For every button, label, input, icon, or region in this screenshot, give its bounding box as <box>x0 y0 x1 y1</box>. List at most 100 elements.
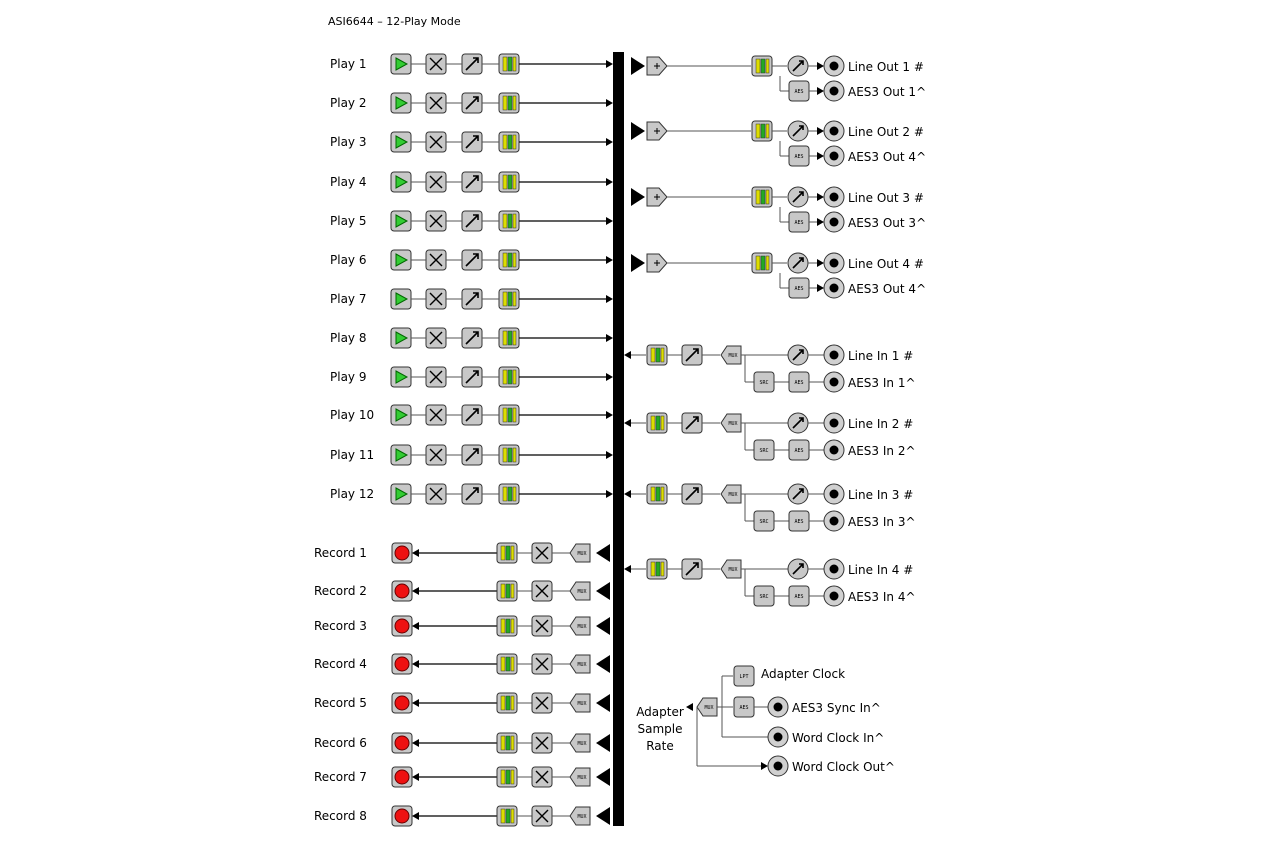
volume-icon[interactable] <box>465 487 479 501</box>
record-button <box>391 766 413 788</box>
mux-shape[interactable] <box>569 581 591 601</box>
arrow-left-icon <box>686 703 693 711</box>
volume-icon[interactable] <box>465 96 479 110</box>
mute-icon[interactable] <box>429 408 443 422</box>
mute-icon[interactable] <box>535 809 549 823</box>
record-icon[interactable] <box>394 618 410 634</box>
record-icon[interactable] <box>394 583 410 599</box>
mute-icon[interactable] <box>535 619 549 633</box>
mux-shape[interactable] <box>569 654 591 674</box>
meter-bar-right <box>510 735 515 751</box>
play-icon[interactable] <box>395 96 409 110</box>
meter-bar-mid <box>655 486 661 502</box>
mute-icon[interactable] <box>429 175 443 189</box>
record-icon[interactable] <box>394 808 410 824</box>
mute-icon[interactable] <box>429 57 443 71</box>
mute-icon[interactable] <box>429 448 443 462</box>
mute-icon[interactable] <box>429 331 443 345</box>
mux-node: MUX <box>569 543 591 563</box>
mute-icon[interactable] <box>429 370 443 384</box>
volume-button <box>681 483 703 505</box>
src-node: SRC <box>753 510 775 532</box>
mute-icon[interactable] <box>429 253 443 267</box>
play-icon[interactable] <box>395 214 409 228</box>
play-icon[interactable] <box>395 175 409 189</box>
arrow-left-icon <box>412 812 419 820</box>
mute-icon[interactable] <box>535 736 549 750</box>
aes-in-node-label: AES <box>794 448 803 454</box>
volume-icon[interactable] <box>465 135 479 149</box>
play-icon[interactable] <box>395 448 409 462</box>
aes-sync-node: AES <box>733 696 755 718</box>
volume-icon[interactable] <box>465 253 479 267</box>
record-icon[interactable] <box>394 735 410 751</box>
volume-icon[interactable] <box>465 370 479 384</box>
src-node-label: SRC <box>759 594 768 600</box>
play-icon[interactable] <box>395 487 409 501</box>
mux-shape[interactable] <box>569 616 591 636</box>
aes-out-node-label: AES <box>794 220 803 226</box>
record-button <box>391 542 413 564</box>
mux-shape[interactable] <box>569 693 591 713</box>
volume-icon[interactable] <box>685 562 699 576</box>
meter-bar-left <box>500 618 506 634</box>
play-icon[interactable] <box>395 253 409 267</box>
meter-bar-mid <box>507 330 513 346</box>
volume-icon[interactable] <box>465 331 479 345</box>
mux-shape[interactable] <box>569 733 591 753</box>
meter-bar-right <box>512 56 517 72</box>
connector-jack <box>823 558 845 580</box>
record-icon[interactable] <box>394 545 410 561</box>
play-icon[interactable] <box>395 408 409 422</box>
record-icon[interactable] <box>394 769 410 785</box>
bus-arrow-left-icon <box>596 544 610 562</box>
bus-arrow-left-icon <box>596 582 610 600</box>
volume-icon[interactable] <box>685 487 699 501</box>
volume-icon[interactable] <box>465 175 479 189</box>
play-label: Play 4 <box>330 175 366 189</box>
mute-icon[interactable] <box>429 135 443 149</box>
level-meter <box>496 692 518 714</box>
mux-shape[interactable] <box>569 806 591 826</box>
record-icon[interactable] <box>394 695 410 711</box>
level-meter <box>498 444 520 466</box>
volume-icon[interactable] <box>685 416 699 430</box>
mute-icon[interactable] <box>429 292 443 306</box>
volume-icon[interactable] <box>465 214 479 228</box>
mux-shape[interactable] <box>569 543 591 563</box>
connector-jack <box>823 344 845 366</box>
record-icon[interactable] <box>394 656 410 672</box>
mux-node: MUX <box>569 767 591 787</box>
meter-bar-mid <box>760 123 766 139</box>
mux-node: MUX <box>720 484 742 504</box>
meter-bar-right <box>510 769 515 785</box>
mute-icon[interactable] <box>535 696 549 710</box>
mux-shape[interactable] <box>569 767 591 787</box>
play-button <box>390 288 412 310</box>
volume-button <box>461 288 483 310</box>
play-icon[interactable] <box>395 57 409 71</box>
record-button <box>391 732 413 754</box>
lpt-node-frame[interactable] <box>733 665 755 687</box>
play-icon[interactable] <box>395 370 409 384</box>
mute-icon[interactable] <box>429 487 443 501</box>
play-icon[interactable] <box>395 135 409 149</box>
arrow-left-icon <box>624 419 631 427</box>
src-node: SRC <box>753 371 775 393</box>
volume-button <box>461 53 483 75</box>
meter-bar-right <box>660 347 665 363</box>
volume-icon[interactable] <box>465 292 479 306</box>
mute-icon[interactable] <box>535 770 549 784</box>
mute-icon[interactable] <box>429 214 443 228</box>
play-icon[interactable] <box>395 331 409 345</box>
play-icon[interactable] <box>395 292 409 306</box>
volume-icon[interactable] <box>465 448 479 462</box>
mute-icon[interactable] <box>429 96 443 110</box>
mute-button <box>425 483 447 505</box>
volume-icon[interactable] <box>465 57 479 71</box>
volume-icon[interactable] <box>685 348 699 362</box>
mute-icon[interactable] <box>535 584 549 598</box>
mute-icon[interactable] <box>535 546 549 560</box>
mute-icon[interactable] <box>535 657 549 671</box>
volume-icon[interactable] <box>465 408 479 422</box>
